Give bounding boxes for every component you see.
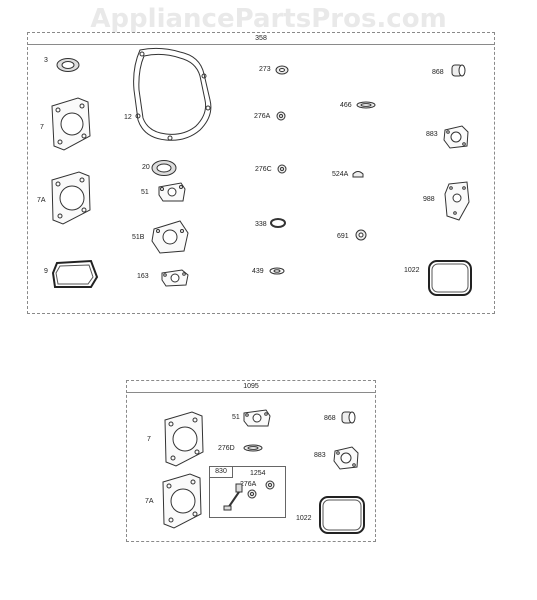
label-466: 466: [340, 102, 352, 109]
part-b276a-seal: [247, 489, 257, 499]
part-b1254-seal: [265, 480, 275, 490]
part-20-oil-seal: [151, 159, 177, 177]
label-51: 51: [141, 189, 149, 196]
label-b51: 51: [232, 414, 240, 421]
part-12-crankcase-gasket: [130, 46, 214, 144]
label-273: 273: [259, 66, 271, 73]
label-524a: 524A: [332, 171, 349, 178]
label-868: 868: [432, 69, 444, 76]
part-883-gasket: [442, 124, 470, 150]
part-b276d-gasket: [243, 444, 263, 452]
label-7: 7: [40, 124, 44, 131]
label-20: 20: [142, 164, 150, 171]
label-b1254: 1254: [250, 470, 266, 477]
part-524a-cap: [352, 169, 364, 179]
label-1022: 1022: [404, 267, 420, 274]
part-276c-seal: [277, 164, 287, 174]
part-7a-cylinder-head-gasket: [47, 170, 93, 226]
label-163: 163: [137, 273, 149, 280]
part-276a-seal: [276, 111, 286, 121]
part-51b-intake-gasket: [150, 219, 190, 255]
label-883: 883: [426, 131, 438, 138]
label-b883: 883: [314, 452, 326, 459]
part-b7-cylinder-head-gasket: [160, 410, 206, 468]
part-466-gasket: [356, 101, 376, 109]
part-7-cylinder-head-gasket: [48, 96, 92, 152]
part-b868-seal: [340, 409, 356, 425]
label-7a: 7A: [37, 197, 46, 204]
label-b276d: 276D: [218, 445, 235, 452]
label-b1022: 1022: [296, 515, 312, 522]
label-51b: 51B: [132, 234, 145, 241]
part-338-o-ring: [270, 218, 286, 228]
part-868-seal: [450, 62, 466, 78]
label-b276a: 276A: [240, 481, 257, 488]
part-1022-gasket: [427, 259, 473, 297]
part-51-intake-gasket: [157, 181, 187, 203]
part-9-rocker-cover-gasket: [51, 259, 99, 289]
label-b7: 7: [147, 436, 151, 443]
label-338: 338: [255, 221, 267, 228]
label-276a: 276A: [254, 113, 271, 120]
label-12: 12: [124, 114, 132, 121]
kit-830-title: 830: [210, 467, 233, 478]
kit-830-box: 830: [209, 466, 286, 518]
part-439-gasket: [269, 267, 285, 275]
label-b868: 868: [324, 415, 336, 422]
part-b830-valve-stem: [220, 482, 250, 512]
part-b7a-cylinder-head-gasket: [158, 472, 204, 530]
label-691: 691: [337, 233, 349, 240]
kit-358-panel: 358: [27, 32, 495, 314]
part-163-carburetor-gasket: [160, 268, 190, 288]
part-b1022-gasket: [318, 495, 366, 535]
part-691-seal: [355, 229, 367, 241]
label-276c: 276C: [255, 166, 272, 173]
kit-1095-title: 1095: [127, 381, 375, 393]
label-439: 439: [252, 268, 264, 275]
part-b51-intake-gasket: [242, 408, 272, 428]
part-b883-gasket: [332, 445, 360, 471]
part-988-gasket: [443, 180, 471, 222]
kit-1095-panel: 1095: [126, 380, 376, 542]
label-3: 3: [44, 57, 48, 64]
part-273-washer: [275, 65, 289, 75]
label-9: 9: [44, 268, 48, 275]
part-3-oil-seal: [56, 57, 80, 73]
label-988: 988: [423, 196, 435, 203]
kit-358-title: 358: [28, 33, 494, 45]
watermark-logo: AppliancePartsPros.com: [90, 4, 447, 34]
label-b7a: 7A: [145, 498, 154, 505]
